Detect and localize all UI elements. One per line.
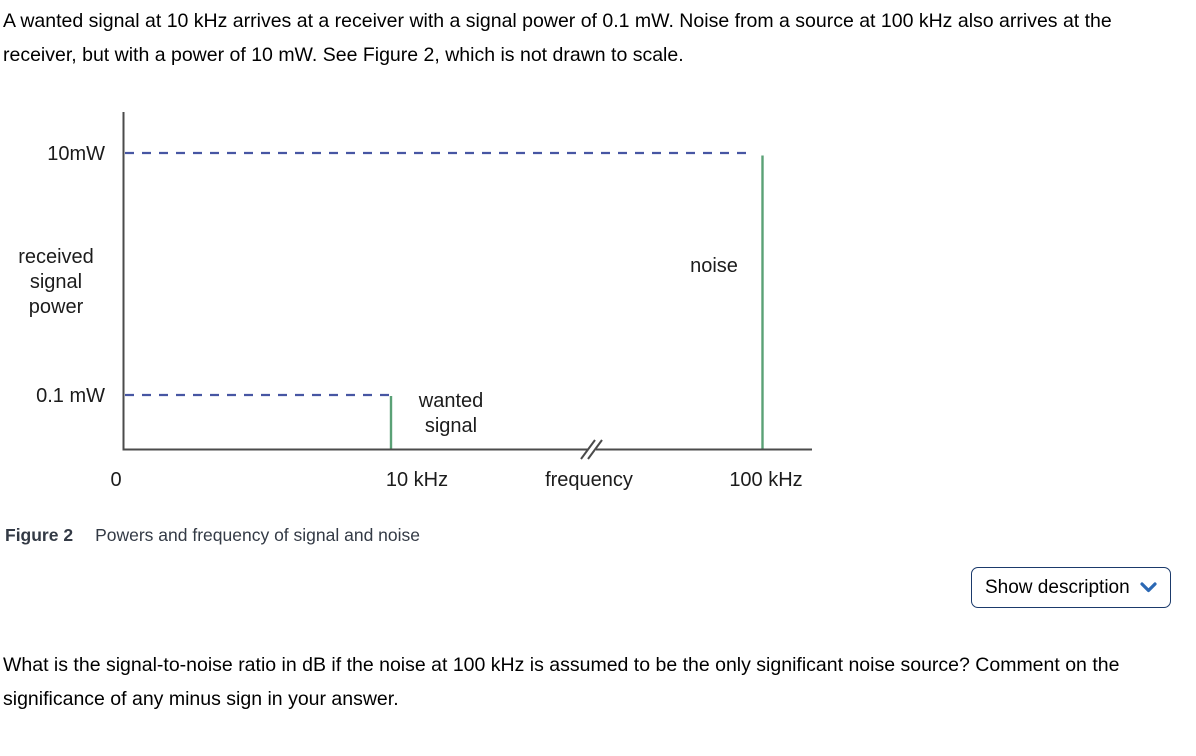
axis-break-slash-1	[580, 439, 596, 460]
x-tick-label-10khz: 10 kHz	[386, 469, 448, 491]
y-axis-title-line3: power	[29, 296, 84, 318]
figure-caption-text: Powers and frequency of signal and noise	[95, 525, 421, 545]
noise-annotation: noise	[690, 255, 738, 277]
x-axis-title: frequency	[545, 469, 633, 491]
intro-paragraph: A wanted signal at 10 kHz arrives at a r…	[3, 10, 1112, 66]
y-axis-title: received signal power	[18, 246, 94, 318]
wanted-signal-annotation-line1: wanted	[418, 390, 484, 412]
x-tick-label-100khz: 100 kHz	[729, 469, 802, 491]
figure-caption-label: Figure 2	[5, 525, 74, 545]
axis-break-slash-2	[587, 439, 603, 460]
y-axis-title-line1: received	[18, 246, 94, 268]
y-axis-title-line2: signal	[30, 271, 82, 293]
wanted-signal-annotation: wanted signal	[418, 390, 484, 437]
figure-caption: Figure 2 Powers and frequency of signal a…	[5, 525, 420, 546]
show-description-button[interactable]: Show description	[971, 567, 1171, 608]
chevron-down-icon	[1140, 582, 1157, 593]
y-tick-label-0p1mw: 0.1 mW	[36, 385, 105, 407]
question-text: What is the signal-to-noise ratio in dB …	[3, 654, 1120, 710]
y-tick-label-10mw: 10mW	[47, 143, 105, 165]
wanted-signal-annotation-line2: signal	[425, 415, 477, 437]
axis-break-marks	[580, 439, 603, 460]
figure-2-diagram: 10mW 0.1 mW received signal power 0 10 k…	[18, 112, 812, 491]
show-description-label: Show description	[985, 576, 1130, 598]
x-tick-label-origin: 0	[110, 469, 121, 491]
